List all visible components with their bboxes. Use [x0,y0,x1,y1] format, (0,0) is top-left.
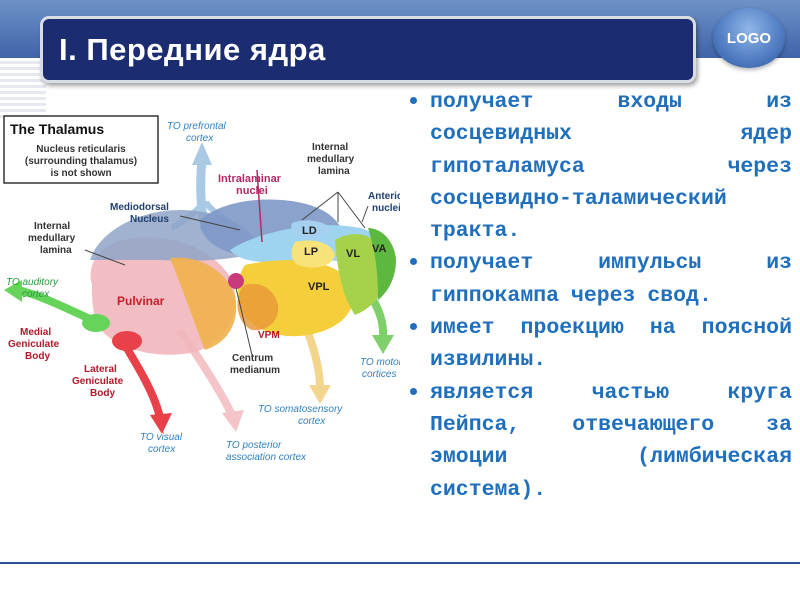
intralaminar-label-2: nuclei [236,185,268,197]
lamina-left-label-1: Internal [34,221,70,232]
lp-label: LP [304,246,318,258]
motor-arrowhead [372,335,394,354]
lamina-right-leader-3 [337,191,366,229]
mediodorsal-leader [179,215,241,231]
auditory-label-1: TO auditory [6,277,59,288]
anterior-leader [361,205,369,223]
bullet-text: получает входы из сосцевидных ядер гипот… [430,90,792,244]
thalamus-heading-box [3,115,159,184]
bullet-text: получает импульсы из гиппокампа через св… [430,251,792,308]
note-line-2: (surrounding thalamus) [25,156,137,167]
anterior-label-2: nuclei [372,203,400,214]
lateral-geniculate-label-1: Lateral [84,364,117,375]
va-region [368,228,396,300]
medial-geniculate-label-3: Body [25,351,50,362]
ld-label: LD [302,225,317,237]
lateral-geniculate-body [112,331,142,351]
title-box: I. Передние ядра [40,16,696,83]
vl-region [335,234,387,315]
mediodorsal-label-2: Nucleus [130,214,169,225]
centrum-line [235,287,253,356]
lamina-right-label-3: lamina [318,166,350,177]
lamina-left-label-2: medullary [28,233,76,244]
centrum-medianum-dot [228,273,244,289]
vpm-label: VPM [258,330,280,341]
ld-region [291,220,332,240]
thalamus-diagram: The Thalamus Nucleus reticularis (surrou… [3,115,400,463]
medial-geniculate-body [82,314,110,332]
prefrontal-arrowhead [192,142,212,165]
prefrontal-label-2: cortex [186,133,214,144]
slide-title: I. Передние ядра [59,31,326,67]
visual-arrowhead [150,413,172,434]
decorative-stripes [0,58,46,120]
lamina-left-leader [84,249,126,266]
lamina-left-label-3: lamina [40,245,72,256]
logo-badge: LOGO [713,8,785,68]
intralaminar-line [256,169,263,243]
lp-region [291,240,335,268]
lamina-right-label-1: Internal [312,142,348,153]
bullet-text: имеет проекцию на поясной извилины. [430,316,792,373]
vpm-region [237,283,279,331]
anterior-label-1: Anterior [368,191,400,202]
vl-label: VL [346,248,360,260]
intralaminar-label-1: Intralaminar [218,173,282,185]
visual-arrow [121,342,164,419]
bullet-dot-icon [410,258,417,266]
bullet-item: имеет проекцию на поясной извилины. [404,312,792,377]
motor-label-1: TO motor [360,357,400,368]
lamina-right-leader-1 [301,191,339,221]
bullet-item: получает импульсы из гиппокампа через св… [404,247,792,312]
lamina-right-label-2: medullary [307,154,355,165]
bullet-dot-icon [410,387,417,395]
mediodorsal-label-1: Mediodorsal [110,202,169,213]
va-label: VA [372,243,387,255]
visual-label-1: TO visual [140,432,183,443]
posterior-label-1: TO posterior [226,440,282,451]
somatosensory-label-1: TO somatosensory [258,404,343,415]
note-line-3: is not shown [50,168,111,179]
medial-geniculate-label-2: Geniculate [8,339,60,350]
prefrontal-label-1: TO prefrontal [167,121,227,132]
thalamus-heading: The Thalamus [10,121,104,137]
pulvinar-label: Pulvinar [117,294,165,308]
auditory-arrowhead [4,280,22,302]
somatosensory-label-2: cortex [298,416,326,427]
orange-region [170,257,237,350]
bullet-dot-icon [410,323,417,331]
lateral-geniculate-label-2: Geniculate [72,376,124,387]
bullet-text: является частью круга Пейпса, отвечающег… [430,380,792,502]
centrum-label-1: Centrum [232,353,273,364]
posterior-arrowhead [222,410,244,432]
bullet-item: получает входы из сосцевидных ядер гипот… [404,86,792,247]
bullet-list: получает входы из сосцевидных ядер гипот… [404,86,792,506]
logo-text: LOGO [726,29,772,47]
centrum-label-2: medianum [230,365,280,376]
somatosensory-arrowhead [309,385,331,404]
note-line-1: Nucleus reticularis [36,144,126,155]
lateral-geniculate-label-3: Body [90,388,115,399]
posterior-label-2: association cortex [226,452,307,463]
auditory-label-2: cortex [22,289,50,300]
visual-label-2: cortex [148,444,176,455]
motor-label-2: cortices [362,369,396,380]
vpl-label: VPL [308,281,330,293]
bullet-dot-icon [410,97,417,104]
bullet-item: является частью круга Пейпса, отвечающег… [404,377,792,506]
footer-line [0,562,800,564]
medial-geniculate-label-1: Medial [20,327,51,338]
